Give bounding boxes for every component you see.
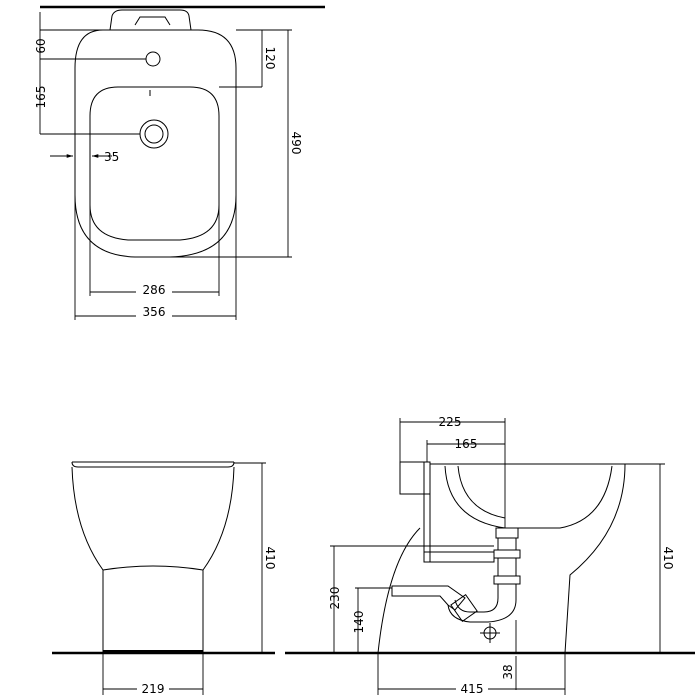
bidet-inner-bowl	[89, 86, 220, 241]
fixing-tab-inner	[134, 16, 171, 26]
dim-225-label: 225	[439, 415, 462, 429]
front-base	[103, 650, 203, 654]
drain-inner	[144, 124, 164, 144]
dim-286-label: 286	[143, 283, 166, 297]
dim-38-label: 38	[501, 664, 515, 679]
dim-219-label-bg	[137, 681, 169, 695]
trap-collar-4	[493, 575, 521, 585]
trap-collar-2	[497, 537, 517, 551]
side-shell-front	[564, 463, 626, 654]
top-view: 60 165 35 120 490 286 356	[34, 5, 325, 320]
dim-front-410-label: 410	[263, 547, 277, 570]
front-rim	[71, 461, 235, 468]
dim-side-410-label: 410	[661, 547, 675, 570]
dim-356-label: 356	[143, 305, 166, 319]
dim-286-label-bg	[136, 283, 172, 297]
dim-35-label: 35	[104, 150, 119, 164]
trap-collar-3	[493, 549, 521, 559]
dim-120-label: 120	[263, 47, 277, 70]
dim-60-label: 60	[34, 38, 48, 53]
dim-219-label: 219	[142, 682, 165, 696]
fixing-tab	[109, 9, 192, 31]
front-body-left	[71, 466, 104, 653]
outlet-pipe	[391, 585, 466, 611]
side-bowl-inner-2	[457, 465, 506, 519]
trap-body	[497, 557, 517, 577]
dim-230-label: 230	[328, 587, 342, 610]
dim-415-label-bg	[456, 681, 488, 695]
bidet-outer-rim	[74, 29, 237, 258]
dim-side-165-label: 165	[455, 437, 478, 451]
dim-415-label: 415	[461, 682, 484, 696]
drain-outer	[139, 119, 169, 149]
dim-356-label-bg	[136, 305, 172, 319]
side-view: 225 165 410 230 140 38 415	[285, 415, 695, 696]
side-bowl-inner	[444, 465, 613, 529]
front-body-right	[202, 466, 235, 653]
dim-490-label: 490	[289, 132, 303, 155]
front-view: 410 219	[52, 461, 277, 696]
trap-u-outer-2	[447, 584, 517, 623]
front-body-waist	[102, 565, 204, 571]
dim-165-label: 165	[34, 86, 48, 109]
connector-pipe	[423, 551, 495, 563]
trap-collar-1	[495, 527, 519, 539]
wall-fixing-block	[399, 461, 431, 495]
tap-hole	[145, 51, 161, 67]
side-shell-back	[377, 527, 421, 654]
dim-140-label: 140	[352, 611, 366, 634]
outlet-elbow	[450, 593, 478, 623]
